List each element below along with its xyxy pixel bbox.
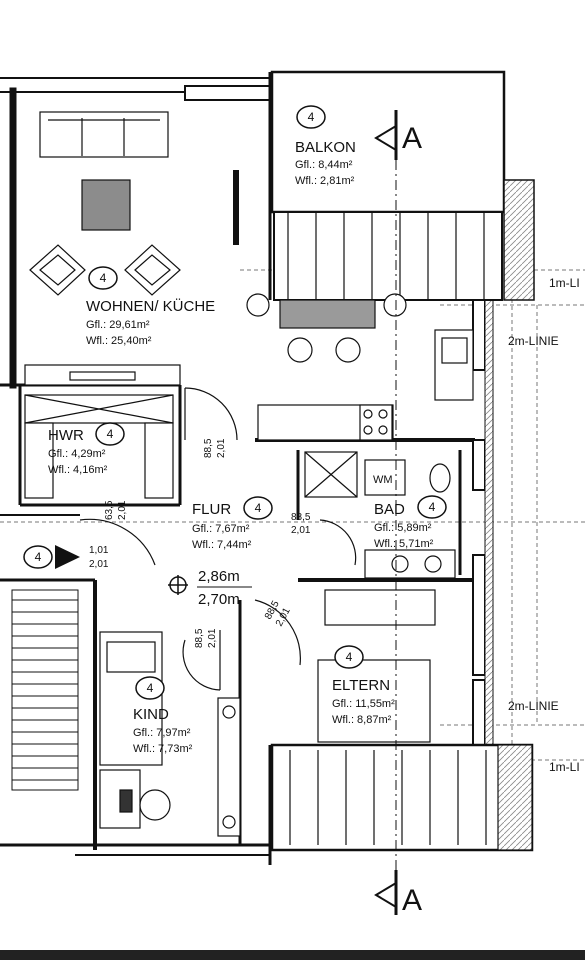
bedroom-furniture bbox=[217, 589, 436, 837]
marker-kind bbox=[135, 676, 165, 700]
door-wohnen-top: 88,5 bbox=[203, 438, 214, 458]
hwr-shelves bbox=[24, 394, 174, 499]
marker-bad bbox=[417, 495, 447, 519]
door-kind-top: 88,5 bbox=[194, 628, 205, 648]
bad-number: 4 bbox=[429, 500, 436, 514]
entrance-arrow-icon bbox=[55, 545, 80, 569]
line-1m-bottom: 1m-LI bbox=[549, 760, 580, 774]
marker-eltern bbox=[334, 645, 364, 669]
doors bbox=[79, 387, 357, 691]
balcony-bottom bbox=[270, 743, 534, 852]
balkon-number: 4 bbox=[308, 110, 315, 124]
bad-name: BAD bbox=[374, 501, 405, 518]
door-hwr-top: 63,5 bbox=[104, 500, 115, 520]
marker-flur bbox=[243, 496, 273, 520]
marker-entrance bbox=[23, 545, 53, 569]
staircase bbox=[11, 589, 79, 791]
kind-gfl: Gfl.: 7,97m² bbox=[133, 727, 191, 739]
hwr-wfl: Wfl.: 4,16m² bbox=[48, 464, 108, 476]
kind-name: KIND bbox=[133, 706, 169, 723]
entrance-dim-top: 1,01 bbox=[89, 545, 109, 556]
balkon-gfl: Gfl.: 8,44m² bbox=[295, 159, 353, 171]
ceiling-height-1: 2,86m bbox=[198, 568, 240, 585]
ceiling-height-icon bbox=[168, 575, 252, 595]
door-kind-bottom: 2,01 bbox=[207, 628, 218, 648]
marker-balkon bbox=[296, 105, 326, 129]
section-letter-top: A bbox=[402, 122, 422, 155]
door-bad-top: 88,5 bbox=[291, 512, 311, 523]
bad-gfl: Gfl.: 5,89m² bbox=[374, 522, 432, 534]
flur-wfl: Wfl.: 7,44m² bbox=[192, 539, 252, 551]
kind-wfl: Wfl.: 7,73m² bbox=[133, 743, 193, 755]
section-letter-bottom: A bbox=[402, 884, 422, 917]
entrance-dim-bottom: 2,01 bbox=[89, 559, 109, 570]
eltern-number: 4 bbox=[346, 650, 353, 664]
kitchen bbox=[257, 329, 474, 441]
eltern-gfl: Gfl.: 11,55m² bbox=[332, 698, 395, 710]
section-markers bbox=[374, 110, 398, 915]
flur-gfl: Gfl.: 7,67m² bbox=[192, 523, 250, 535]
bathroom-fixtures bbox=[304, 451, 456, 579]
marker-wohnen bbox=[88, 266, 118, 290]
marker-hwr bbox=[95, 422, 125, 446]
section-arrow-icon-bottom bbox=[374, 881, 397, 909]
balkon-name: BALKON bbox=[295, 139, 356, 156]
labels: 4 BALKON Gfl.: 8,44m² Wfl.: 2,81m² 4 WOH… bbox=[35, 110, 580, 917]
eltern-name: ELTERN bbox=[332, 677, 390, 694]
washing-machine-label: WM bbox=[373, 474, 393, 486]
line-2m-top: 2m-LINIE bbox=[508, 334, 559, 348]
wohnen-gfl: Gfl.: 29,61m² bbox=[86, 319, 150, 331]
coffee-table bbox=[81, 179, 131, 231]
flur-name: FLUR bbox=[192, 501, 231, 518]
door-hwr-bottom: 2,01 bbox=[117, 500, 128, 520]
hwr-gfl: Gfl.: 4,29m² bbox=[48, 448, 106, 460]
hwr-number: 4 bbox=[107, 427, 114, 441]
entrance-number: 4 bbox=[35, 550, 42, 564]
bad-wfl: Wfl.: 5,71m² bbox=[374, 538, 434, 550]
washing-machine bbox=[364, 459, 406, 496]
kind-number: 4 bbox=[147, 681, 154, 695]
living-furniture bbox=[24, 111, 407, 386]
hwr-name: HWR bbox=[48, 427, 84, 444]
room-number-markers bbox=[23, 105, 447, 700]
dining-bar bbox=[279, 299, 376, 329]
eltern-wfl: Wfl.: 8,87m² bbox=[332, 714, 392, 726]
balkon-wfl: Wfl.: 2,81m² bbox=[295, 175, 355, 187]
kid-furniture bbox=[99, 631, 171, 829]
wohnen-name: WOHNEN/ KÜCHE bbox=[86, 297, 215, 315]
sofa bbox=[39, 111, 169, 158]
flur-number: 4 bbox=[255, 501, 262, 515]
door-wohnen-bottom: 2,01 bbox=[216, 438, 227, 458]
bottom-band bbox=[0, 950, 585, 960]
wohnen-wfl: Wfl.: 25,40m² bbox=[86, 335, 152, 347]
line-2m-bottom: 2m-LINIE bbox=[508, 699, 559, 713]
line-1m-top: 1m-LI bbox=[549, 276, 580, 290]
wohnen-number: 4 bbox=[100, 271, 107, 285]
door-bad-bottom: 2,01 bbox=[291, 525, 311, 536]
ceiling-height-2: 2,70m bbox=[198, 591, 240, 608]
